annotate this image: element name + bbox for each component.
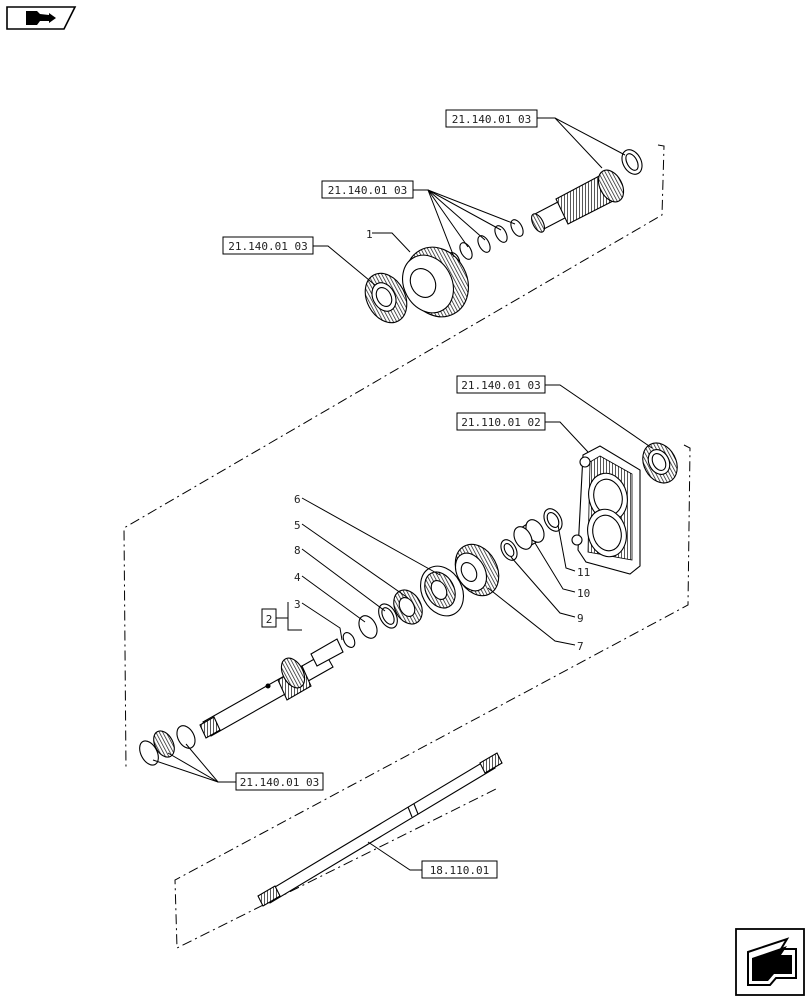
ring-11: [543, 508, 563, 532]
housing-cover: [571, 445, 641, 575]
callout-8: 8: [294, 544, 301, 557]
ring-3: [342, 632, 356, 648]
upper-gear-shaft: [531, 149, 643, 233]
callout-2-box: 2: [261, 608, 277, 628]
callout-1: 1: [366, 228, 373, 241]
ref-box-r7[interactable]: 18.110.01: [421, 860, 498, 879]
ref-r3-label: 21.140.01 03: [228, 240, 307, 253]
callout-11: 11: [577, 566, 590, 579]
ref-r5-label: 21.110.01 02: [461, 416, 540, 429]
page-back-arrow-icon[interactable]: [6, 6, 77, 30]
callout-4: 4: [294, 571, 301, 584]
ref-box-r3[interactable]: 21.140.01 03: [222, 236, 314, 255]
callout-10: 10: [577, 587, 590, 600]
ref-r6-label: 21.140.01 03: [240, 776, 319, 789]
ref-r2-label: 21.140.01 03: [328, 184, 407, 197]
lower-main-shaft: [199, 638, 344, 739]
leader-lines: [152, 117, 653, 871]
callout-6: 6: [294, 493, 301, 506]
ref-box-r6[interactable]: 21.140.01 03: [235, 772, 324, 791]
callout-3: 3: [294, 598, 301, 611]
upper-bearing: [364, 272, 408, 324]
bushing-10: [513, 519, 545, 550]
callout-7: 7: [577, 640, 584, 653]
gear-7: [454, 543, 500, 597]
gear-1: [402, 246, 469, 318]
callout-9: 9: [577, 612, 584, 625]
long-shaft: [257, 752, 503, 907]
ref-r1-label: 21.140.01 03: [452, 113, 531, 126]
ref-r4-label: 21.140.01 03: [461, 379, 540, 392]
callout-2: 2: [266, 613, 273, 626]
gear-6: [419, 565, 465, 617]
ref-box-r5[interactable]: 21.110.01 02: [456, 412, 546, 431]
ref-box-r4[interactable]: 21.140.01 03: [456, 375, 546, 394]
lower-shaft-bearing: [139, 725, 196, 766]
callout-5: 5: [294, 519, 301, 532]
assembly-boundary-lines: [123, 144, 691, 949]
spacer-9: [500, 539, 518, 561]
housing-bearing: [642, 442, 678, 484]
ring-4: [358, 615, 378, 639]
ref-box-r1[interactable]: 21.140.01 03: [445, 109, 538, 128]
bearing-5: [393, 589, 423, 625]
ref-r7-label: 18.110.01: [430, 864, 490, 877]
ref-box-r2[interactable]: 21.140.01 03: [321, 180, 414, 199]
callout-numbers: 1 6 5 8 4 3 11 10 9 7: [294, 228, 590, 653]
page-next-arrow-icon[interactable]: [735, 928, 805, 996]
